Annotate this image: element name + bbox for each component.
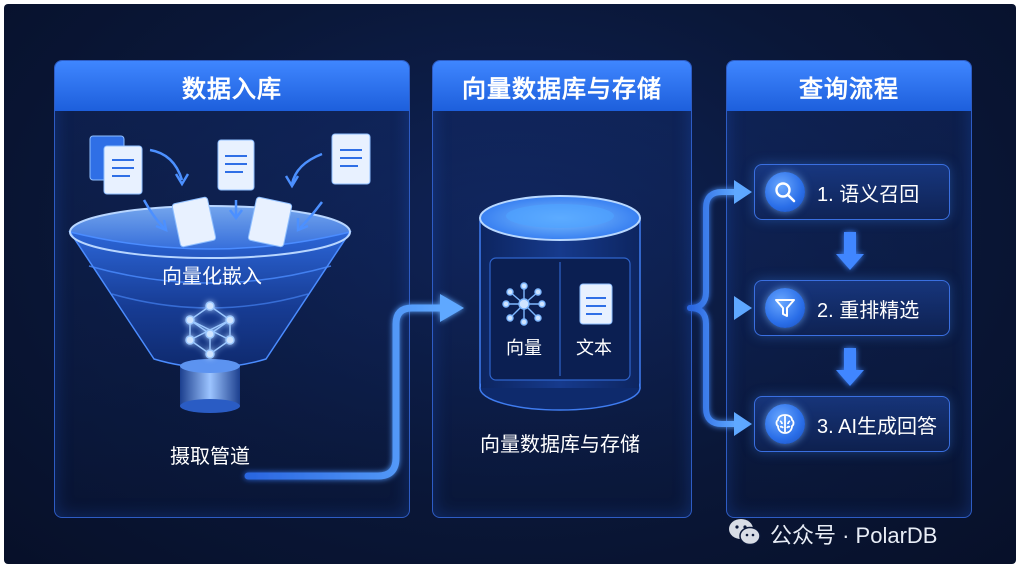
pipe-label: 摄取管道 [170,446,250,468]
storage-caption: 向量数据库与存储 [480,434,640,456]
step-label: 1. 语义召回 [817,183,920,206]
storage-panel-title: 向量数据库与存储 [433,61,691,111]
query-step-2: 2. 重排精选 [754,280,950,336]
watermark-text: 公众号 · PolarDB [770,523,938,548]
ingest-panel-title: 数据入库 [55,61,409,111]
query-panel-title: 查询流程 [727,61,971,111]
query-step-3: 3. AI生成回答 [754,396,950,452]
filter-icon [765,288,805,328]
search-icon [765,172,805,212]
diagram-canvas: 数据入库 向量数据库与存储 查询流程 [4,4,1016,564]
step-label: 2. 重排精选 [817,299,920,322]
wechat-icon [728,517,762,552]
funnel-label: 向量化嵌入 [162,266,262,288]
vector-label: 向量 [506,338,542,358]
watermark: 公众号 · PolarDB [728,514,937,554]
brain-icon [765,404,805,444]
step-label: 3. AI生成回答 [817,415,938,438]
text-label: 文本 [576,338,612,358]
query-step-1: 1. 语义召回 [754,164,950,220]
